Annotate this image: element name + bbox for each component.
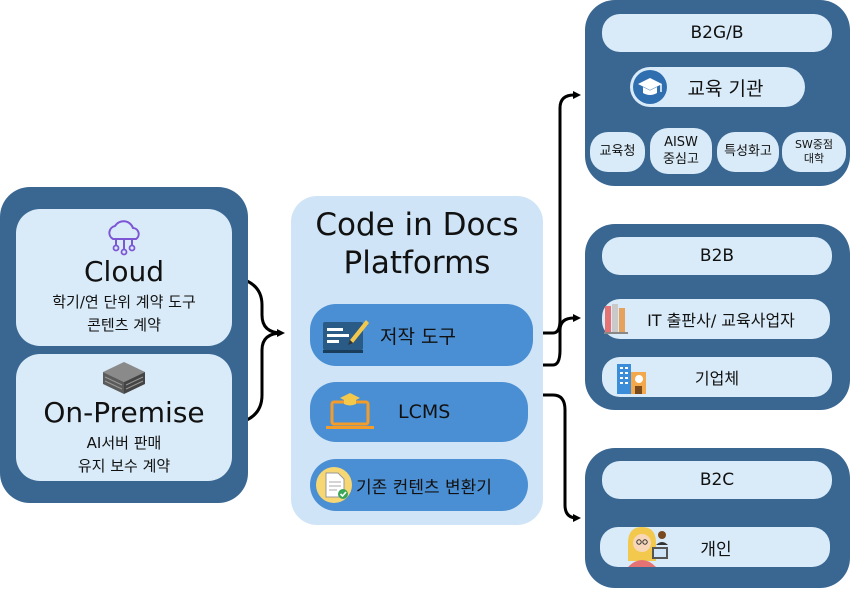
institution-item-1-line1: 교육청 <box>599 144 636 159</box>
cloud-line1: 학기/연 단위 계약 도구 <box>52 292 196 311</box>
onprem-title: On-Premise <box>43 395 205 429</box>
institution-item-2-line1: AISW <box>664 135 698 150</box>
publisher-pill: IT 출판사/ 교육사업자 <box>602 299 830 339</box>
institution-item-4-line1: SW중점 <box>794 138 834 151</box>
arrow-platform-to-b2b <box>543 314 581 367</box>
onprem-line1: AI서버 판매 <box>86 433 162 452</box>
converter-label: 기존 컨텐츠 변환기 <box>356 477 492 498</box>
books-icon <box>604 304 628 334</box>
institution-item-3-line1: 특성화고 <box>724 144 772 159</box>
arrow-platform-to-b2c <box>543 393 581 522</box>
lcms-item: LCMS <box>310 382 528 442</box>
cloud-card: Cloud 학기/연 단위 계약 도구 콘텐츠 계약 <box>16 209 232 346</box>
platform-title-line2: Platforms <box>343 245 491 281</box>
authoring-tool-label: 저작 도구 <box>380 325 456 348</box>
onprem-card: On-Premise AI서버 판매 유지 보수 계약 <box>16 354 232 481</box>
b2b-header: B2B <box>602 237 832 275</box>
cloud-line2: 콘텐츠 계약 <box>87 315 161 334</box>
person-with-laptop-icon <box>628 527 668 567</box>
office-building-icon <box>617 364 646 394</box>
institution-item-1: 교육청 <box>590 132 645 172</box>
individual-label: 개인 <box>700 539 732 560</box>
institution-item-3: 특성화고 <box>717 132 779 172</box>
cloud-title: Cloud <box>84 254 164 288</box>
platform-title-line1: Code in Docs <box>315 207 519 243</box>
onprem-line2: 유지 보수 계약 <box>77 456 171 475</box>
pen-document-icon <box>323 320 369 353</box>
authoring-tool-item: 저작 도구 <box>310 304 533 366</box>
graduation-cap-icon <box>633 70 667 104</box>
institution-item-4-line2: 대학 <box>803 152 825 165</box>
enterprise-pill: 기업체 <box>602 357 832 397</box>
server-stack-icon <box>103 361 145 394</box>
b2g-header: B2G/B <box>602 14 832 52</box>
institution-item-2-line2: 중심고 <box>663 152 699 167</box>
education-institution-pill: 교육 기관 <box>630 67 805 107</box>
cloud-network-icon <box>108 219 140 255</box>
document-check-icon <box>316 467 352 503</box>
laptop-graduation-icon <box>326 393 374 429</box>
lcms-label: LCMS <box>398 401 451 423</box>
publisher-label: IT 출판사/ 교육사업자 <box>647 311 795 330</box>
education-institution-label: 교육 기관 <box>687 77 764 100</box>
institution-item-2: AISW 중심고 <box>650 128 712 174</box>
institution-item-4: SW중점 대학 <box>782 132 846 172</box>
platform-title: Code in Docs Platforms <box>291 206 543 282</box>
enterprise-label: 기업체 <box>694 369 740 388</box>
converter-item: 기존 컨텐츠 변환기 <box>310 459 528 511</box>
individual-pill: 개인 <box>600 527 830 567</box>
arrow-platform-to-b2g <box>543 91 581 335</box>
b2c-header: B2C <box>602 461 832 499</box>
